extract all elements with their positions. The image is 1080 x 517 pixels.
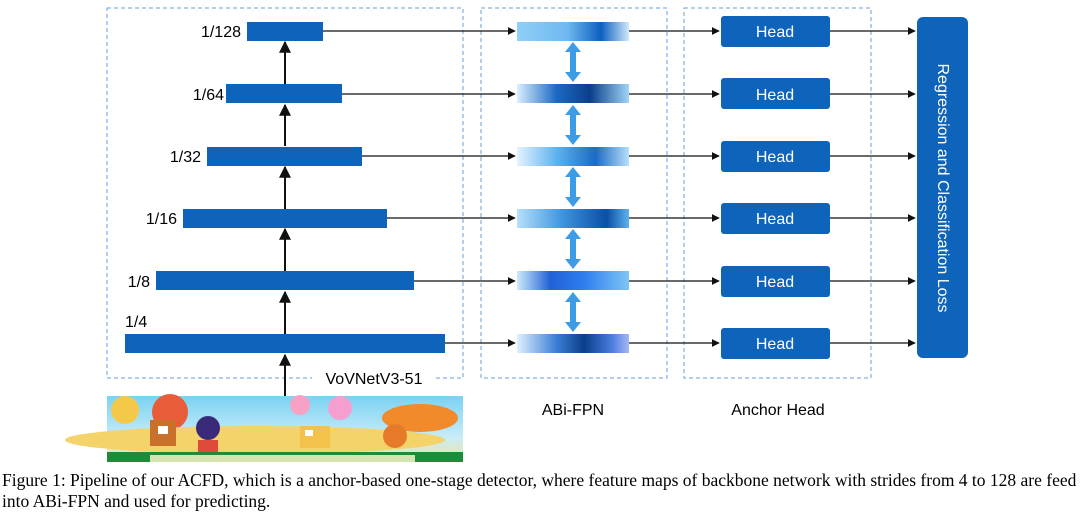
bidirectional-arrow [565,167,581,207]
stride-label: 1/32 [170,149,201,166]
fpn-feature-bar [517,209,629,228]
fpn-feature-bar [517,147,629,166]
head-box [721,203,830,234]
fpn-label: ABi-FPN [542,402,604,419]
loss-label: Regression and Classification Loss [934,63,951,312]
pipeline-diagram: 1/128 Head 1/64 Head 1/32 Head 1/16 Head… [65,7,968,462]
stride-label: 1/128 [201,24,241,41]
head-label: Head [756,87,794,104]
loss-box [917,17,968,358]
backbone-feature-bar [183,209,387,228]
stride-label: 1/16 [146,211,177,228]
backbone-feature-bar [156,271,414,290]
bidirectional-arrow [565,105,581,145]
figure-caption: Figure 1: Pipeline of our ACFD, which is… [2,470,1077,511]
stride-label: 1/8 [128,274,150,291]
anchor-head-panel [683,7,872,379]
head-label: Head [756,149,794,166]
anchor-head-label: Anchor Head [731,402,824,419]
input-image [65,394,463,462]
backbone-feature-bar [125,334,445,353]
fpn-feature-bar [517,271,629,290]
head-box [721,266,830,297]
backbone-label: VoVNetV3-51 [326,371,423,388]
head-box [721,16,830,47]
fpn-panel [480,7,668,379]
head-box [721,78,830,109]
backbone-feature-bar [247,22,323,41]
fpn-feature-bar [517,22,629,41]
stride-label: 1/4 [125,314,147,331]
bidirectional-arrow [565,42,581,82]
bidirectional-arrow [565,292,581,332]
backbone-feature-bar [207,147,362,166]
head-box [721,328,830,359]
backbone-feature-bar [226,84,342,103]
bidirectional-arrow [565,229,581,269]
head-box [721,141,830,172]
fpn-feature-bar [517,84,629,103]
head-label: Head [756,211,794,228]
head-label: Head [756,336,794,353]
head-label: Head [756,274,794,291]
fpn-feature-bar [517,334,629,353]
head-label: Head [756,24,794,41]
stride-label: 1/64 [193,87,224,104]
